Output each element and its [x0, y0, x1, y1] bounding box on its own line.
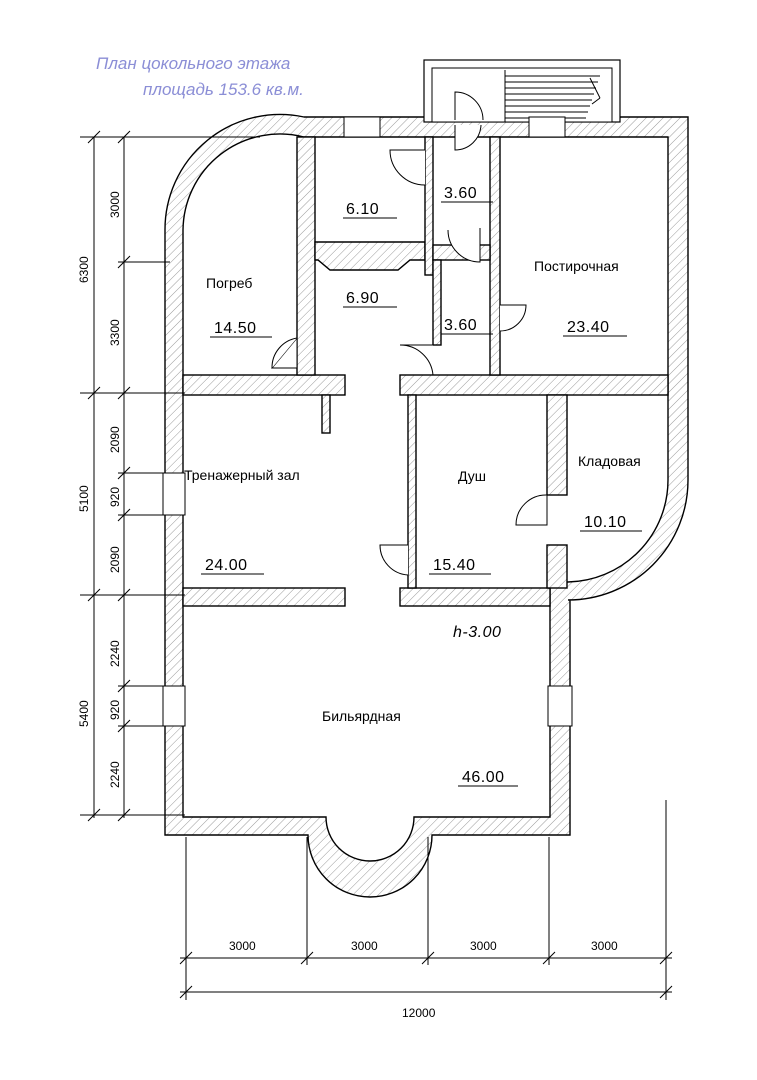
dimension-label: 920: [108, 700, 122, 720]
room-name: Кладовая: [578, 453, 641, 469]
interior-wall: [489, 136, 501, 376]
interior-wall: [296, 136, 316, 376]
window: [162, 472, 186, 516]
bottom-dimension-lines: [179, 800, 673, 1000]
interior-wall: [546, 544, 568, 589]
dimension-label: 2240: [108, 640, 122, 667]
interior-wall: [314, 241, 426, 271]
room-name: Душ: [458, 468, 486, 484]
dimension-label: 2090: [108, 546, 122, 573]
dimension-label: 3000: [470, 939, 497, 953]
left-dimension-lines: [80, 130, 260, 822]
dimension-label: 920: [108, 487, 122, 507]
dimension-label: 3000: [591, 939, 618, 953]
ceiling-height-label: h-3.00: [453, 624, 501, 641]
dimension-label: 3000: [351, 939, 378, 953]
room-area: 14.50: [214, 320, 257, 337]
room-area: 15.40: [433, 557, 476, 574]
window: [528, 116, 566, 138]
room-area: 46.00: [462, 769, 505, 786]
interior-wall: [424, 136, 434, 276]
staircase: [423, 59, 621, 123]
dimension-label: 5400: [77, 700, 91, 727]
interior-wall: [399, 587, 551, 607]
window: [162, 685, 186, 727]
plan-title: План цокольного этажа: [96, 54, 290, 73]
interior-wall: [546, 394, 568, 496]
room-name: Постирочная: [534, 258, 619, 274]
window: [547, 685, 573, 727]
window: [343, 116, 381, 138]
interior-wall: [399, 374, 669, 396]
dimension-label: 2090: [108, 426, 122, 453]
room-area: 3.60: [444, 185, 477, 202]
dimension-label: 2240: [108, 761, 122, 788]
room-name: Бильярдная: [322, 708, 401, 724]
interior-wall: [407, 394, 417, 589]
room-area: 6.10: [346, 201, 379, 218]
room-area: 24.00: [205, 557, 248, 574]
dimension-label: 3000: [108, 191, 122, 218]
room-name: Погреб: [206, 275, 252, 291]
room-area: 6.90: [346, 290, 379, 307]
room-area: 3.60: [444, 317, 477, 334]
interior-wall: [182, 374, 346, 396]
dimension-label: 3000: [229, 939, 256, 953]
room-area: 10.10: [584, 514, 627, 531]
dimension-label: 5100: [77, 485, 91, 512]
door: [270, 91, 548, 576]
plan-area-subtitle: площадь 153.6 кв.м.: [143, 80, 304, 99]
dimension-label: 6300: [77, 256, 91, 283]
room-area: 23.40: [567, 319, 610, 336]
interior-wall: [321, 394, 331, 434]
interior-wall: [182, 587, 346, 607]
dimension-label: 3300: [108, 319, 122, 346]
interior-wall: [432, 259, 442, 346]
dimension-label: 12000: [402, 1006, 436, 1020]
room-name: Тренажерный зал: [184, 467, 300, 483]
